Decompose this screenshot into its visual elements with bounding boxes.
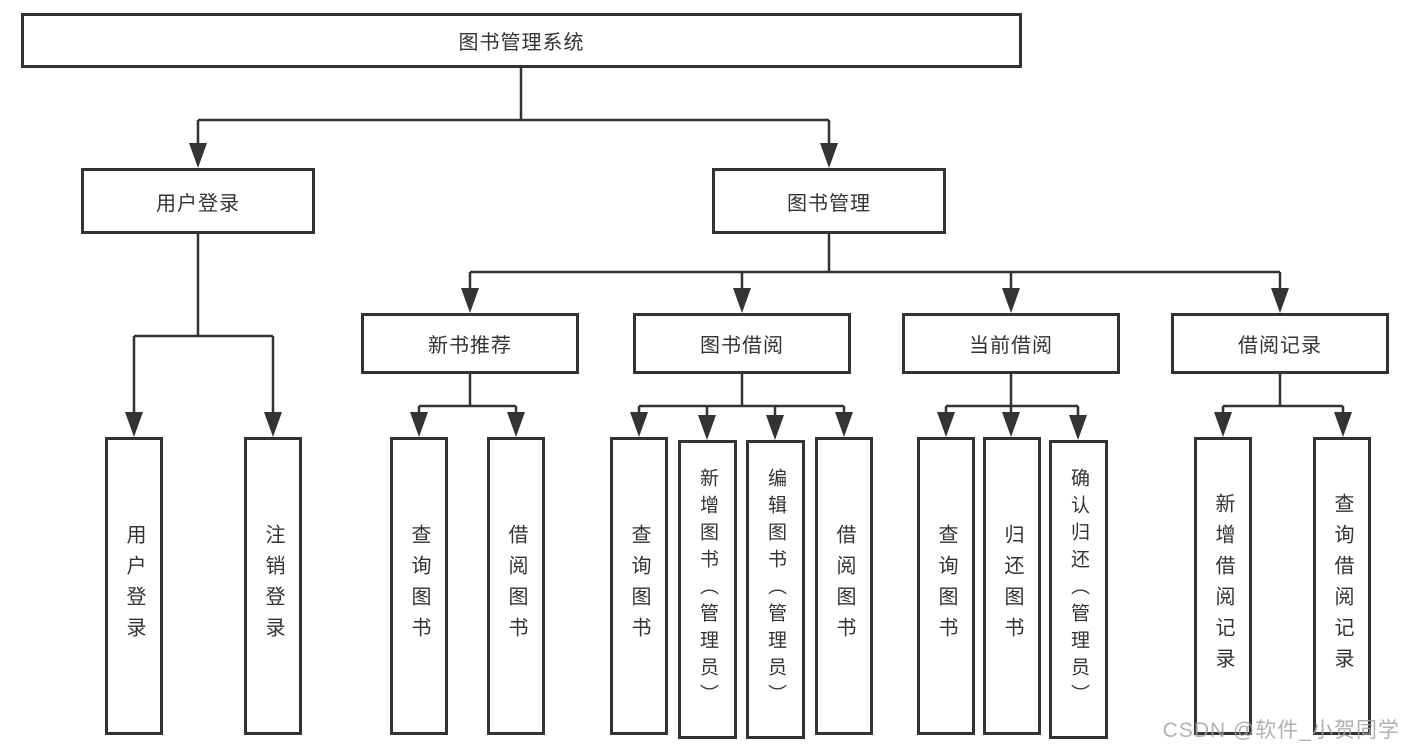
node-new-book-recommend: 新书推荐 [361,313,579,374]
leaf-query-books-borrow: 查询图书 [610,437,668,735]
leaf-query-books-current-label: 查询图书 [935,524,957,648]
node-book-management-label: 图书管理 [787,192,871,215]
leaf-edit-books-admin: 编辑图书（管理员） [746,440,805,739]
leaf-logout-login: 注销登录 [244,437,302,735]
leaf-return-books-label: 归还图书 [1001,524,1023,648]
node-book-borrow: 图书借阅 [633,313,851,374]
leaf-borrow-books-label: 借阅图书 [833,524,855,648]
node-borrow-records-label: 借阅记录 [1238,335,1322,357]
leaf-add-borrow-record: 新增借阅记录 [1194,437,1252,735]
leaf-borrow-books: 借阅图书 [815,437,873,735]
leaf-query-books-recommend-label: 查询图书 [408,524,430,648]
node-book-borrow-label: 图书借阅 [700,335,784,357]
leaf-add-books-admin: 新增图书（管理员） [678,440,737,739]
leaf-borrow-books-recommend: 借阅图书 [487,437,545,735]
leaf-query-books-recommend: 查询图书 [390,437,448,735]
leaf-edit-books-admin-label: 编辑图书（管理员） [765,468,786,711]
node-new-book-recommend-label: 新书推荐 [428,335,512,357]
node-user-login: 用户登录 [81,168,315,234]
node-borrow-records: 借阅记录 [1171,313,1389,374]
arrowheads [125,143,1352,440]
leaf-add-borrow-record-label: 新增借阅记录 [1212,493,1234,679]
leaf-query-borrow-record: 查询借阅记录 [1313,437,1371,735]
leaf-query-borrow-record-label: 查询借阅记录 [1331,493,1353,679]
leaf-logout-login-label: 注销登录 [262,524,284,648]
leaf-query-books-current: 查询图书 [917,437,975,735]
leaf-return-books: 归还图书 [983,437,1041,735]
leaf-user-login: 用户登录 [105,437,163,735]
leaf-query-books-borrow-label: 查询图书 [628,524,650,648]
node-current-borrow: 当前借阅 [902,313,1120,374]
csdn-watermark: CSDN @软件_小贺同学 [1162,719,1400,742]
leaf-confirm-return-admin-label: 确认归还（管理员） [1068,468,1089,711]
node-current-borrow-label: 当前借阅 [969,335,1053,357]
node-user-login-label: 用户登录 [156,192,240,215]
node-root: 图书管理系统 [21,13,1022,68]
leaf-add-books-admin-label: 新增图书（管理员） [697,468,718,711]
leaf-user-login-label: 用户登录 [123,524,145,648]
node-root-label: 图书管理系统 [458,32,585,54]
leaf-confirm-return-admin: 确认归还（管理员） [1049,440,1108,739]
node-book-management: 图书管理 [712,168,946,234]
leaf-borrow-books-recommend-label: 借阅图书 [505,524,527,648]
